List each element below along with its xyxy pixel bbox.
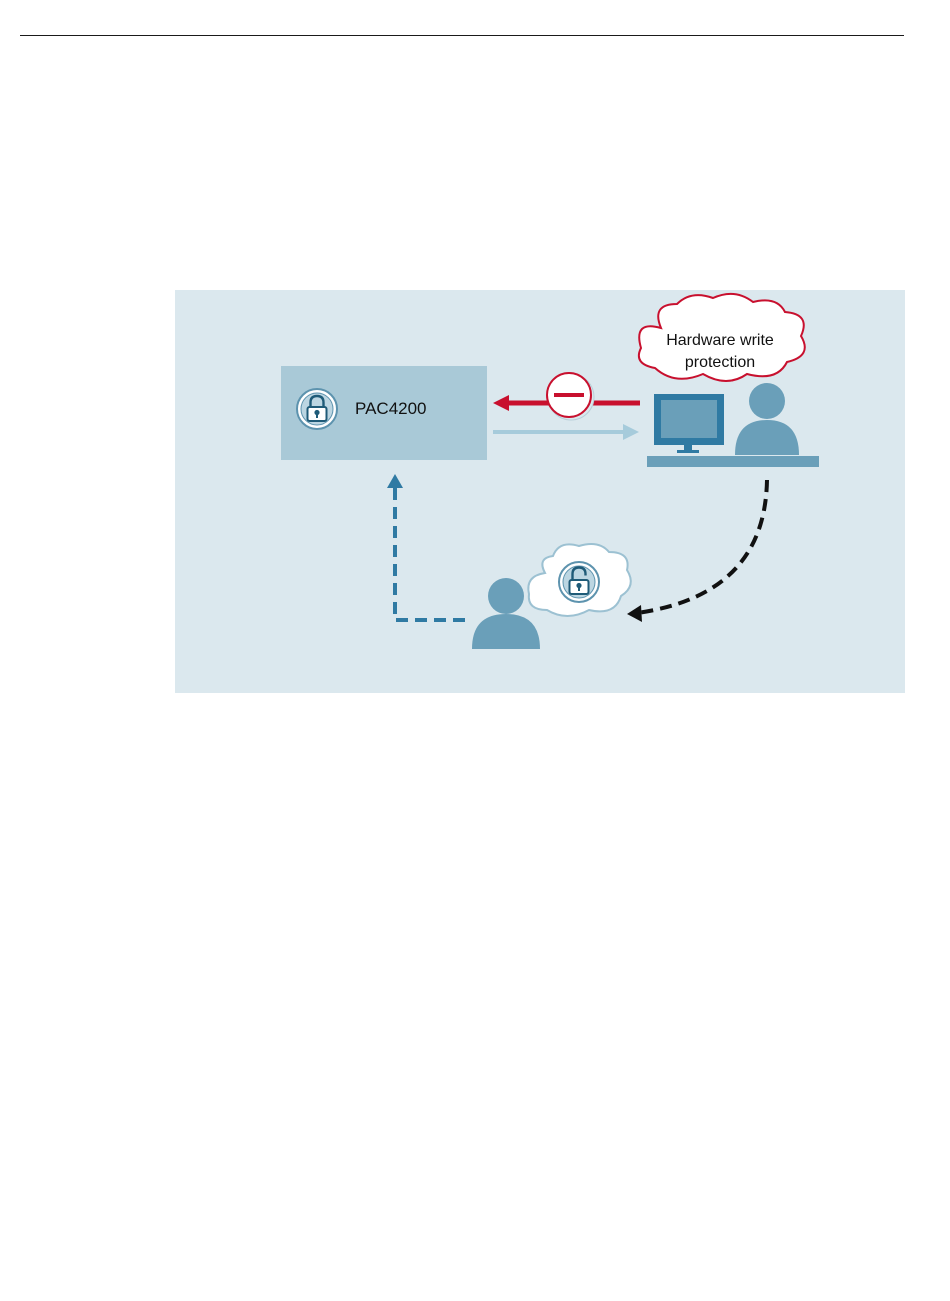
write-protection-figure: PAC4200 Hardware write protection [175, 290, 905, 693]
padlock-closed-icon [297, 389, 337, 429]
no-entry-icon [547, 373, 594, 420]
figure-canvas: PAC4200 Hardware write protection [175, 290, 905, 693]
callout-line-1: Hardware write [666, 332, 774, 349]
desk [647, 456, 819, 467]
header-rule [20, 35, 904, 36]
callout-line-2: protection [685, 354, 755, 371]
device-label: PAC4200 [355, 399, 427, 418]
padlock-open-icon [559, 562, 599, 602]
write-protection-callout: Hardware write protection [639, 294, 805, 381]
computer-monitor-icon [654, 394, 724, 453]
pac4200-device: PAC4200 [281, 366, 487, 460]
